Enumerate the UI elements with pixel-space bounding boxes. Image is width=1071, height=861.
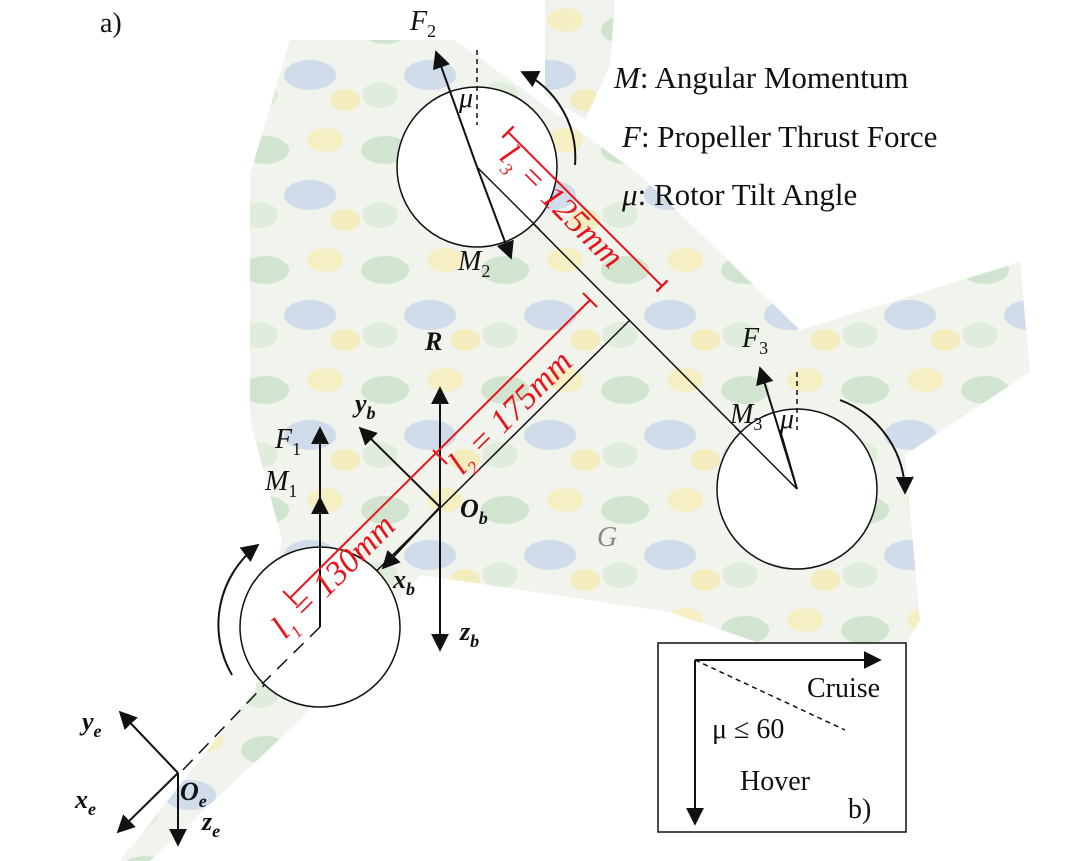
rotation-arrow-rotor-3 (839, 399, 914, 495)
dimension-lines (282, 125, 669, 606)
tilt-limit-label: μ ≤ 60 (712, 714, 784, 745)
earth-z-label: ze (201, 807, 220, 841)
F2-arrow (432, 50, 478, 168)
body-x-axis (381, 506, 441, 570)
earth-x-axis (116, 772, 179, 834)
F3-label: F3 (741, 323, 768, 358)
mu-label-rotor-2: μ (458, 83, 473, 114)
F1-label: F1 (274, 424, 301, 459)
panel-b-frame (657, 642, 907, 833)
body-x-label: xb (392, 565, 415, 599)
earth-y-label: ye (79, 707, 102, 741)
earth-origin-label: Oe (180, 777, 207, 811)
body-origin-label: Ob (460, 494, 488, 528)
cruise-label: Cruise (807, 673, 880, 704)
legend-item-momentum: M: Angular Momentum (613, 60, 908, 95)
hover-label: Hover (740, 766, 811, 797)
panel-b: Cruise μ ≤ 60 Hover b) (657, 642, 907, 833)
body-y-axis (358, 426, 441, 508)
G-label: G (597, 522, 617, 553)
panel-a-label: a) (100, 8, 122, 39)
legend: M: Angular Momentum F: Propeller Thrust … (613, 60, 937, 212)
M1-label: M1 (264, 466, 297, 501)
earth-x-label: xe (74, 785, 96, 819)
legend-item-thrust: F: Propeller Thrust Force (621, 119, 937, 154)
M3-label: M3 (729, 399, 762, 434)
legend-item-tilt: μ: Rotor Tilt Angle (621, 177, 857, 212)
panel-b-label: b) (848, 794, 871, 825)
R-label: R (424, 327, 442, 356)
F2-label: F2 (409, 6, 436, 41)
body-y-label: yb (352, 389, 376, 423)
earth-y-axis (118, 710, 179, 774)
M2-label: M2 (457, 246, 490, 281)
mu-label-rotor-3: μ (779, 404, 794, 435)
rotation-arrow-rotor-1 (217, 543, 260, 676)
body-z-label: zb (459, 617, 479, 651)
